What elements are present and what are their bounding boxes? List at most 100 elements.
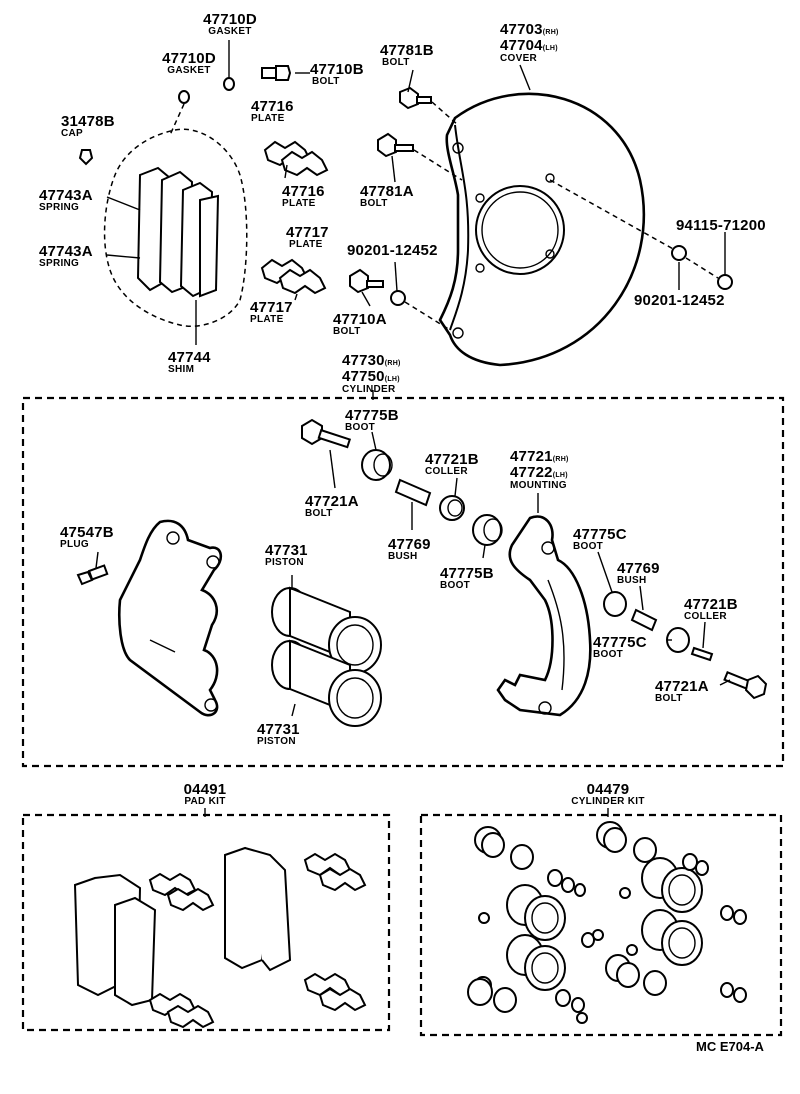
label-47730-47750: 47730(RH) 47750(LH) CYLINDER [342, 353, 401, 395]
part-number: 47722 [510, 464, 553, 481]
part-number: 47710D [162, 50, 216, 67]
part-number: 47716 [251, 98, 294, 115]
part-name: PLATE [250, 314, 284, 325]
part-name: BOLT [655, 693, 683, 704]
label-47731-b: 47731 PISTON [257, 722, 300, 747]
part-name: SPRING [39, 258, 80, 269]
bolt-47781b [399, 86, 459, 126]
part-name: BOOT [593, 649, 624, 660]
label-47716-b: 47716 PLATE [282, 184, 325, 209]
part-name: BOLT [312, 76, 340, 87]
part-number: 31478B [61, 113, 115, 130]
part-number: 47547B [60, 524, 114, 541]
part-name: BUSH [388, 551, 418, 562]
gasket-47710d-left-shape [178, 90, 190, 104]
label-47775b-a: 47775B BOOT [345, 408, 399, 433]
caliper-cylinder-body [118, 519, 223, 717]
kit-number: 04491 [183, 781, 227, 798]
label-31478b: 31478B CAP [61, 114, 115, 139]
label-47775c-b: 47775C BOOT [593, 635, 647, 660]
part-name: BOOT [440, 580, 471, 591]
label-47710b: 47710B BOLT [310, 62, 364, 87]
bush-47769-top [394, 478, 432, 507]
caliper-outline [103, 128, 248, 327]
label-47775b-b: 47775B BOOT [440, 566, 494, 591]
part-number: 47721A [305, 493, 359, 510]
label-47721b-a: 47721B COLLER [425, 452, 479, 477]
part-number: 47769 [617, 560, 660, 577]
label-47743a-a: 47743A SPRING [39, 188, 93, 213]
pad-kit-box [21, 813, 391, 1032]
kit-name: PAD KIT [184, 796, 226, 807]
boot-47775b-lower [472, 514, 503, 546]
part-number: 94115-71200 [676, 217, 766, 234]
part-side: (RH) [384, 360, 401, 367]
part-number: 90201-12452 [634, 292, 725, 309]
bolt-47721a-top [301, 418, 352, 449]
part-number: 47775B [440, 565, 494, 582]
label-47703-47704: 47703(RH) 47704(LH) COVER [500, 22, 559, 64]
label-47721a-a: 47721A BOLT [305, 494, 359, 519]
gasket-47710d-top-shape [223, 77, 235, 91]
part-number: 47775B [345, 407, 399, 424]
label-47716-a: 47716 PLATE [251, 99, 294, 124]
part-number: 47710A [333, 311, 387, 328]
kit-number: 04479 [586, 781, 630, 798]
part-name: CAP [61, 128, 84, 139]
label-47547b: 47547B PLUG [60, 525, 114, 550]
part-name: SHIM [168, 364, 195, 375]
kit-name: CYLINDER KIT [571, 796, 645, 807]
label-94115: 94115-71200 [676, 218, 766, 233]
part-name: COVER [500, 53, 538, 64]
plug-47547b [76, 564, 109, 586]
plate-47716-shape [263, 140, 329, 177]
label-90201-a: 90201-12452 [347, 243, 438, 258]
part-number: 47743A [39, 243, 93, 260]
label-47781a: 47781A BOLT [360, 184, 414, 209]
pad-kit-contents [73, 846, 367, 1029]
label-47769-a: 47769 BUSH [388, 537, 431, 562]
cylinder-kit-box [419, 813, 783, 1037]
bolt-47710a [349, 268, 451, 331]
part-name: PLUG [60, 539, 89, 550]
boot-47775c-lower [666, 627, 690, 653]
part-name: BOLT [382, 57, 410, 68]
label-cylinder-kit: 04479 CYLINDER KIT [555, 782, 661, 807]
bolt-47721a-lower [723, 670, 768, 700]
label-47721a-b: 47721A BOLT [655, 679, 709, 704]
part-name: PISTON [265, 557, 304, 568]
label-47721b-b: 47721B COLLER [684, 597, 738, 622]
part-number: 90201-12452 [347, 242, 438, 259]
part-number: 47731 [265, 542, 308, 559]
label-47710a: 47710A BOLT [333, 312, 387, 337]
cylinder-kit-contents [467, 821, 747, 1024]
boot-47775c-upper [603, 591, 627, 617]
label-47743a-b: 47743A SPRING [39, 244, 93, 269]
part-side: (LH) [542, 45, 558, 52]
collar-47721b-top [439, 495, 465, 521]
plate-47717-shape [260, 258, 327, 295]
label-pad-kit: 04491 PAD KIT [165, 782, 245, 807]
pistons-47731 [271, 586, 382, 727]
part-number: 47775C [573, 526, 627, 543]
part-name: PLATE [251, 113, 285, 124]
boot-47775b-top [361, 449, 393, 481]
label-47717-b: 47717 PLATE [250, 300, 293, 325]
part-number: 47721A [655, 678, 709, 695]
label-47769-b: 47769 BUSH [617, 561, 660, 586]
label-47731-a: 47731 PISTON [265, 543, 308, 568]
part-number: 47744 [168, 349, 211, 366]
part-name: BOOT [345, 422, 376, 433]
part-number: 47721B [425, 451, 479, 468]
part-name: PLATE [282, 198, 316, 209]
cylinder-assembly-box [21, 396, 785, 768]
mounting-bracket [496, 515, 592, 717]
part-name: COLLER [425, 466, 468, 477]
part-number: 47717 [250, 299, 293, 316]
bush-47769-lower [630, 608, 658, 632]
part-number: 47716 [282, 183, 325, 200]
brake-dust-cover [438, 92, 646, 367]
part-side: (RH) [542, 29, 559, 36]
label-47721-47722: 47721(RH) 47722(LH) MOUNTING [510, 449, 569, 491]
part-name: BOLT [333, 326, 361, 337]
